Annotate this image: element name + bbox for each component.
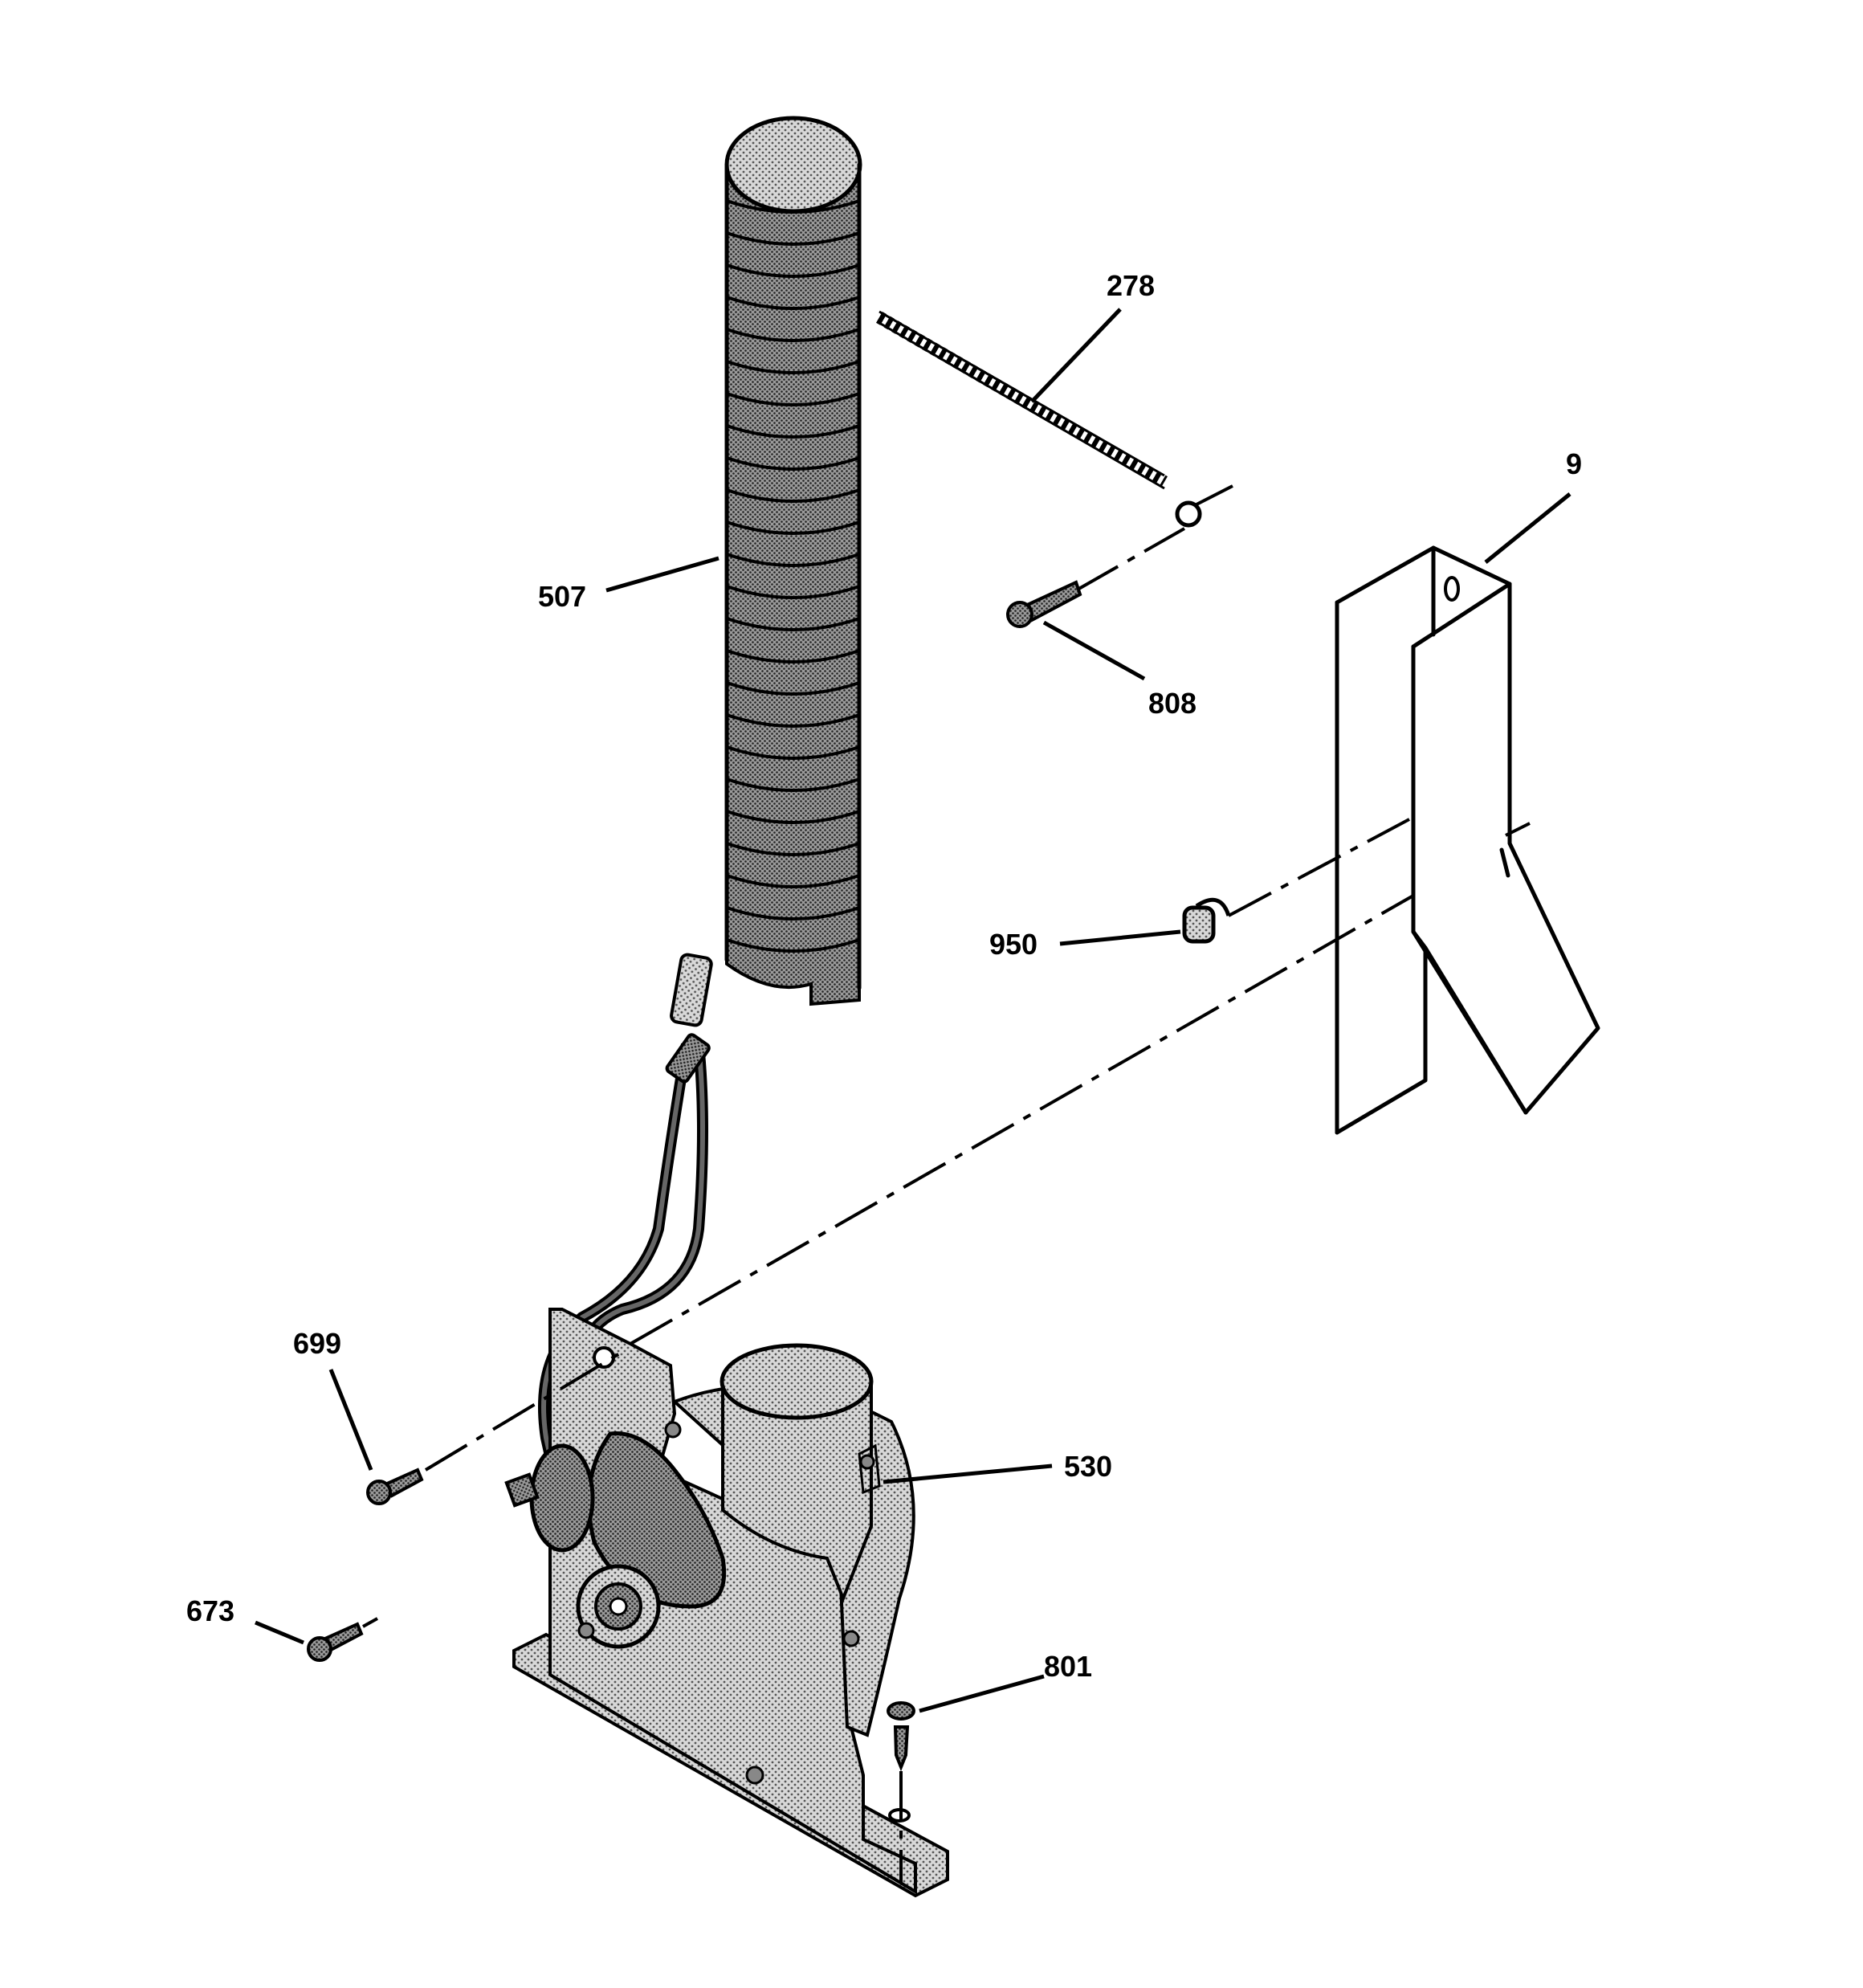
callout-530: 530	[1064, 1450, 1112, 1483]
screw-673	[307, 1617, 378, 1662]
duct-rib	[726, 938, 860, 953]
callout-801: 801	[1044, 1650, 1092, 1683]
callout-950: 950	[989, 928, 1037, 961]
duct-rib	[726, 617, 860, 631]
callout-507: 507	[538, 580, 586, 613]
callout-labels: 278 9 507 808 950 699 530 673 801	[186, 269, 1582, 1683]
callout-673: 673	[186, 1594, 234, 1627]
duct-rib	[726, 456, 860, 471]
blower-assembly-530	[504, 1308, 949, 1898]
duct-rib	[726, 488, 860, 503]
duct-rib	[726, 713, 860, 728]
duct-rib	[726, 906, 860, 921]
duct-rib	[726, 199, 860, 214]
duct-rib	[726, 328, 860, 342]
callout-808: 808	[1148, 687, 1196, 720]
duct-rib	[726, 681, 860, 696]
bracket-9	[1335, 545, 1600, 1135]
duct-rib	[726, 296, 860, 310]
clip-950	[1182, 818, 1531, 944]
mount-axis-line	[630, 894, 1414, 1345]
callout-278: 278	[1107, 269, 1155, 302]
duct-rib	[726, 424, 860, 439]
duct-rib	[726, 810, 860, 824]
screw-801	[887, 1701, 915, 1884]
leader-lines	[255, 308, 1572, 1713]
duct-rib	[726, 263, 860, 278]
flex-duct-507	[724, 116, 862, 1006]
duct-rib	[726, 231, 860, 246]
duct-rib	[726, 842, 860, 856]
duct-rib	[726, 745, 860, 760]
duct-rib	[726, 520, 860, 535]
duct-rib	[726, 649, 860, 663]
duct-ribs	[726, 199, 860, 953]
cable-tie-278	[875, 310, 1233, 528]
callout-699: 699	[293, 1327, 341, 1360]
duct-rib	[726, 392, 860, 406]
duct-rib	[726, 778, 860, 792]
callout-9: 9	[1566, 447, 1582, 480]
duct-rib	[726, 874, 860, 888]
screw-808	[1006, 527, 1185, 628]
duct-rib	[726, 360, 860, 374]
duct-rib	[726, 553, 860, 567]
screw-699	[366, 1348, 628, 1505]
duct-rib	[726, 585, 860, 599]
